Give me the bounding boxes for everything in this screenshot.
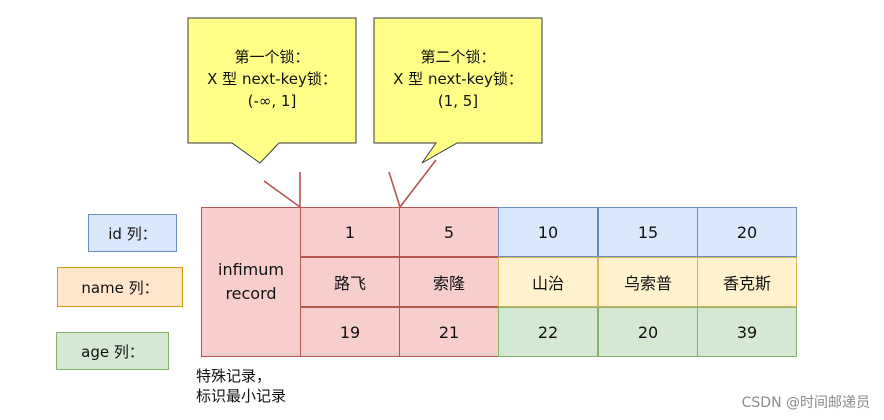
pointer-line-2a	[388, 171, 401, 208]
record-3-age: 22	[498, 307, 598, 357]
callout-2-line-1: 第二个锁：	[420, 48, 496, 66]
record-1-name: 路飞	[300, 257, 400, 307]
callout-2-line-2: X 型 next-key锁：	[393, 70, 523, 88]
record-2-id: 5	[399, 207, 499, 257]
callout-text-1: 第一个锁： X 型 next-key锁： (-∞, 1]	[188, 46, 356, 112]
callout-2-line-3: (1, 5]	[437, 92, 479, 110]
record-4-age: 20	[598, 307, 698, 357]
infimum-line-2: record	[225, 284, 277, 303]
infimum-note-line-2: 标识最小记录	[196, 387, 287, 405]
infimum-record: infimum record	[201, 207, 301, 357]
record-5-id: 20	[697, 207, 797, 257]
callout-1-line-1: 第一个锁：	[234, 48, 310, 66]
record-1-id: 1	[300, 207, 400, 257]
watermark: CSDN @时间邮递员	[741, 395, 870, 411]
infimum-note-line-1: 特殊记录，	[196, 367, 272, 385]
callout-1-line-3: (-∞, 1]	[247, 92, 297, 110]
record-5-age: 39	[697, 307, 797, 357]
callout-text-2: 第二个锁： X 型 next-key锁： (1, 5]	[374, 46, 542, 112]
infimum-note: 特殊记录， 标识最小记录	[196, 366, 314, 406]
record-5-name: 香克斯	[697, 257, 797, 307]
callout-1-line-2: X 型 next-key锁：	[207, 70, 337, 88]
record-1-age: 19	[300, 307, 400, 357]
record-4-name: 乌索普	[598, 257, 698, 307]
pointer-line-2b	[399, 159, 437, 208]
record-3-id: 10	[498, 207, 598, 257]
record-4-id: 15	[598, 207, 698, 257]
record-3-name: 山治	[498, 257, 598, 307]
record-2-age: 21	[399, 307, 499, 357]
record-2-name: 索隆	[399, 257, 499, 307]
row-label-id: id 列：	[88, 214, 177, 252]
row-label-name: name 列：	[57, 267, 183, 307]
infimum-line-1: infimum	[218, 260, 284, 279]
pointer-line-1a	[263, 180, 301, 208]
row-label-age: age 列：	[56, 332, 169, 370]
